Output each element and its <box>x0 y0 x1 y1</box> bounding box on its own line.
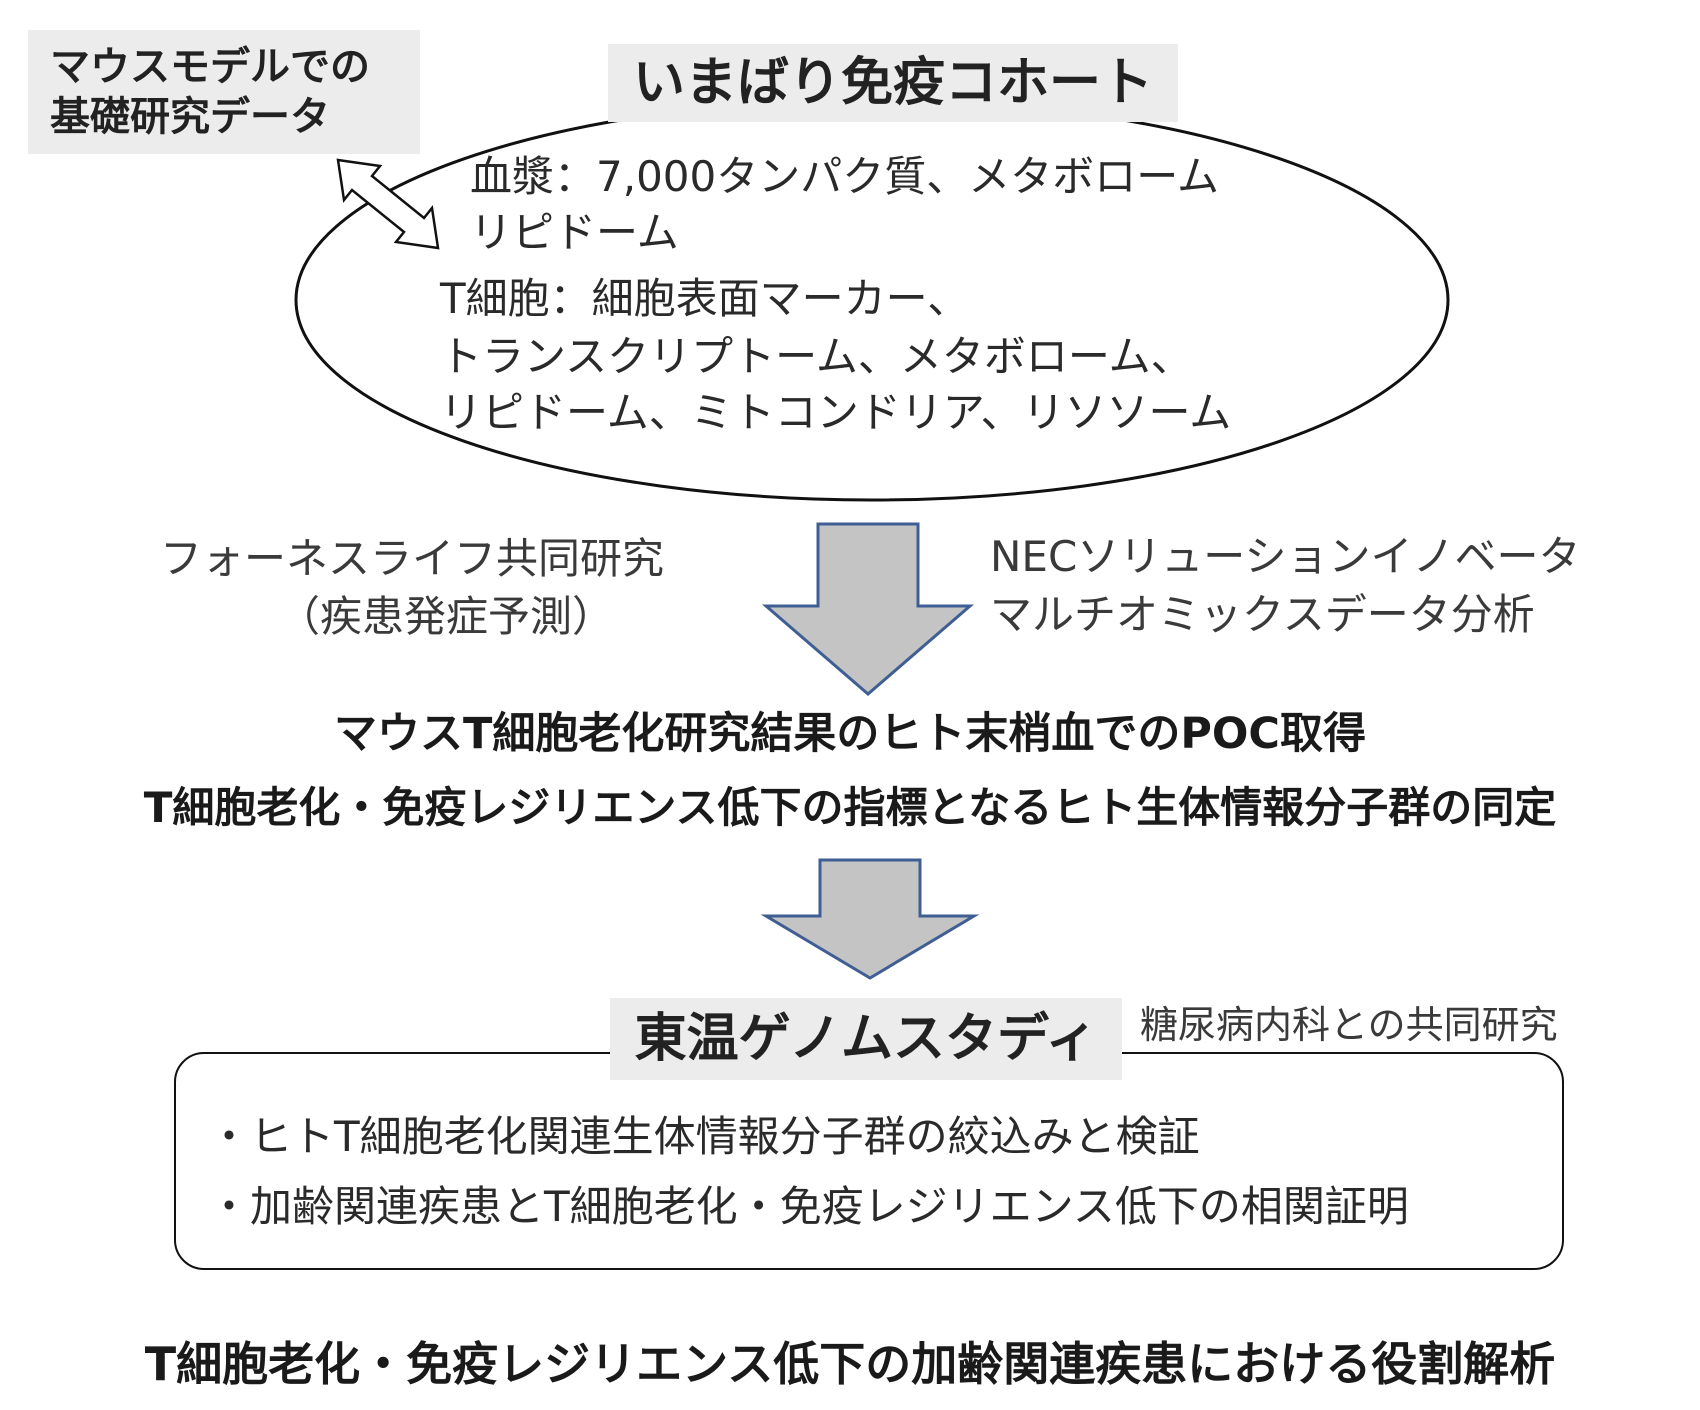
collab-left-line-2: （疾患発症予測） <box>278 592 615 641</box>
tcell-line-1: T細胞：細胞表面マーカー、 <box>440 274 970 323</box>
collab-right-line-1: NECソリューションイノベータ <box>990 532 1581 581</box>
mouse-data-line1: マウスモデルでの <box>50 44 370 90</box>
toon-study-title: 東温ゲノムスタディ <box>610 998 1122 1080</box>
down-arrow-1 <box>761 522 975 696</box>
result-line-1: マウスT細胞老化研究結果のヒト末梢血でのPOC取得 <box>334 709 1366 759</box>
toon-bullet-2: ・加齢関連疾患とT細胞老化・免疫レジリエンス低下の相関証明 <box>208 1182 1409 1231</box>
bidirectional-arrow <box>336 158 440 250</box>
mouse-data-box: マウスモデルでの 基礎研究データ <box>28 30 420 154</box>
final-goal: T細胞老化・免疫レジリエンス低下の加齢関連疾患における役割解析 <box>144 1337 1556 1391</box>
result-line-2: T細胞老化・免疫レジリエンス低下の指標となるヒト生体情報分子群の同定 <box>143 783 1557 832</box>
plasma-line-2: リピドーム <box>470 208 679 257</box>
mouse-data-line2: 基礎研究データ <box>50 94 330 140</box>
tcell-line-2: トランスクリプトーム、メタボローム、 <box>440 332 1193 381</box>
plasma-line-1: 血漿：7,000タンパク質、メタボローム <box>470 152 1219 201</box>
tcell-line-3: リピドーム、ミトコンドリア、リソソーム <box>440 388 1232 437</box>
toon-collab-note: 糖尿病内科との共同研究 <box>1140 1003 1558 1047</box>
toon-bullet-1: ・ヒトT細胞老化関連生体情報分子群の絞込みと検証 <box>208 1112 1200 1161</box>
down-arrow-2 <box>760 858 980 980</box>
collab-left-line-1: フォーネスライフ共同研究 <box>160 534 665 583</box>
collab-right-line-2: マルチオミックスデータ分析 <box>990 590 1535 639</box>
cohort-title: いまばり免疫コホート <box>608 44 1178 122</box>
